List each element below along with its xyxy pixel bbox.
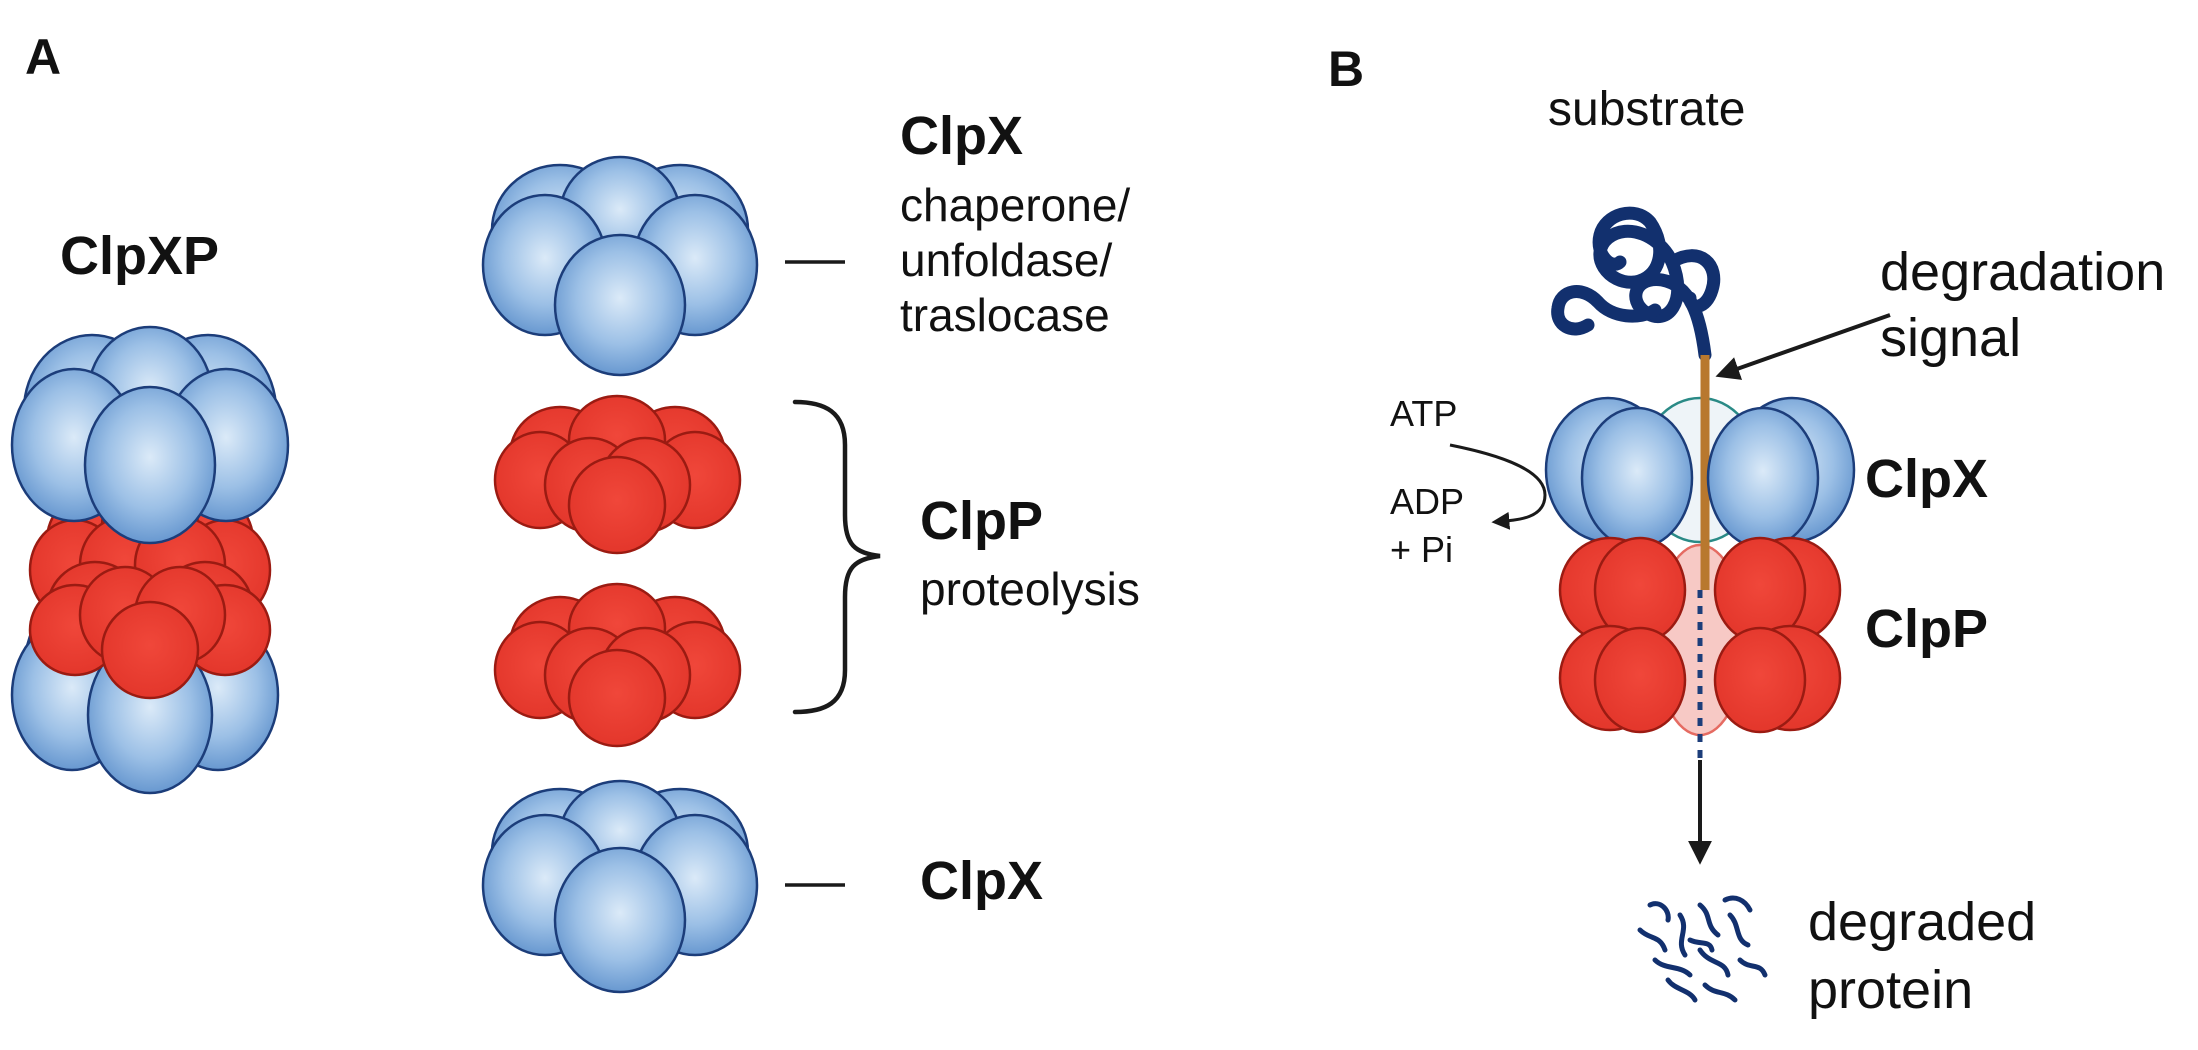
clpp-cutaway — [1558, 536, 1842, 734]
atp-label: ATP — [1390, 393, 1458, 434]
adp-label: ADP — [1390, 481, 1465, 522]
clpp-name: ClpP — [920, 491, 1044, 551]
degraded-protein-fragments — [1637, 895, 1768, 1003]
signal-arrow — [1715, 313, 1891, 380]
clpxp-complex — [10, 325, 290, 795]
clpxp-label: ClpXP — [60, 226, 220, 286]
clpp-brace — [792, 399, 881, 715]
clpx-role-1: chaperone/ — [900, 179, 1131, 231]
pi-label: + Pi — [1390, 529, 1454, 570]
clpx-cutaway — [1544, 396, 1856, 550]
clpp-lower-ring — [493, 582, 742, 748]
clpx-bottom-ring — [481, 779, 759, 994]
signal-label-2: signal — [1880, 308, 2022, 368]
panel-b-clpp-label: ClpP — [1865, 599, 1989, 659]
panel-b-letter: B — [1328, 41, 1365, 97]
clpx-role-2: unfoldase/ — [900, 234, 1113, 286]
clpxp-top-clpx — [10, 325, 290, 545]
substrate-protein — [1551, 206, 1721, 362]
clpp-upper-ring — [493, 394, 742, 555]
substrate-label: substrate — [1548, 83, 1746, 136]
degraded-label-2: protein — [1808, 960, 1974, 1020]
panel-b-clpx-label: ClpX — [1865, 449, 1989, 509]
clpp-role: proteolysis — [920, 563, 1140, 615]
clpx-role-3: traslocase — [900, 289, 1110, 341]
degraded-label-1: degraded — [1808, 892, 2037, 952]
clpx-top-ring — [481, 155, 759, 377]
signal-label-1: degradation — [1880, 242, 2166, 302]
panel-a-letter: A — [25, 29, 62, 85]
clpx-bottom-name: ClpX — [920, 851, 1044, 911]
clpx-top-name: ClpX — [900, 106, 1024, 166]
atp-hydrolysis-arrow — [1449, 443, 1547, 530]
